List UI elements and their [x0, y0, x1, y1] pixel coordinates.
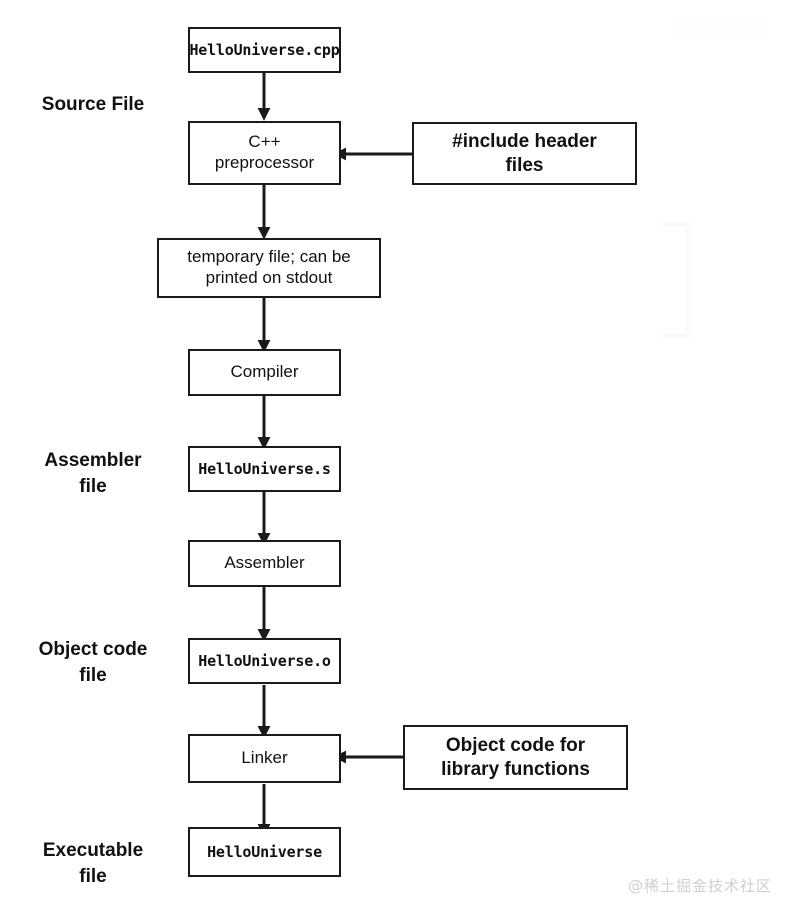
node-linker[interactable]: Linker: [188, 734, 341, 783]
node-compiler[interactable]: Compiler: [188, 349, 341, 396]
node-linker-label: Linker: [241, 748, 288, 768]
watermark-ghost-bracket: [662, 222, 691, 338]
node-include-header-files-label: #include header files: [452, 131, 597, 176]
node-hellouniverse-cpp-label: HelloUniverse.cpp: [189, 40, 340, 59]
node-hellouniverse-s-label: HelloUniverse.s: [198, 459, 331, 478]
node-include-header-files[interactable]: #include header files: [412, 122, 637, 185]
stage-caption-executable-file: Executable file: [42, 840, 144, 887]
node-hellouniverse-cpp[interactable]: HelloUniverse.cpp: [188, 27, 341, 73]
node-object-code-library-label: Object code for library functions: [441, 735, 590, 780]
node-cpp-preprocessor-label: C++ preprocessor: [214, 132, 315, 172]
node-assembler[interactable]: Assembler: [188, 540, 341, 587]
node-hellouniverse-s[interactable]: HelloUniverse.s: [188, 446, 341, 492]
watermark-ghost-top: [672, 18, 768, 40]
node-hellouniverse-o-label: HelloUniverse.o: [198, 651, 331, 670]
stage-caption-source-file: Source File: [41, 94, 145, 115]
node-temporary-file-label: temporary file; can be printed on stdout: [187, 247, 351, 287]
node-hellouniverse-label: HelloUniverse: [207, 842, 322, 861]
node-hellouniverse[interactable]: HelloUniverse: [188, 827, 341, 877]
node-cpp-preprocessor[interactable]: C++ preprocessor: [188, 121, 341, 185]
watermark-text: @稀土掘金技术社区: [627, 877, 772, 895]
node-object-code-library[interactable]: Object code for library functions: [403, 725, 628, 790]
node-compiler-label: Compiler: [230, 362, 299, 382]
node-hellouniverse-o[interactable]: HelloUniverse.o: [188, 638, 341, 684]
node-temporary-file[interactable]: temporary file; can be printed on stdout: [157, 238, 381, 298]
node-assembler-label: Assembler: [224, 553, 305, 573]
stage-caption-object-code-file: Object code file: [38, 639, 148, 686]
stage-caption-assembler-file: Assembler file: [44, 450, 142, 497]
